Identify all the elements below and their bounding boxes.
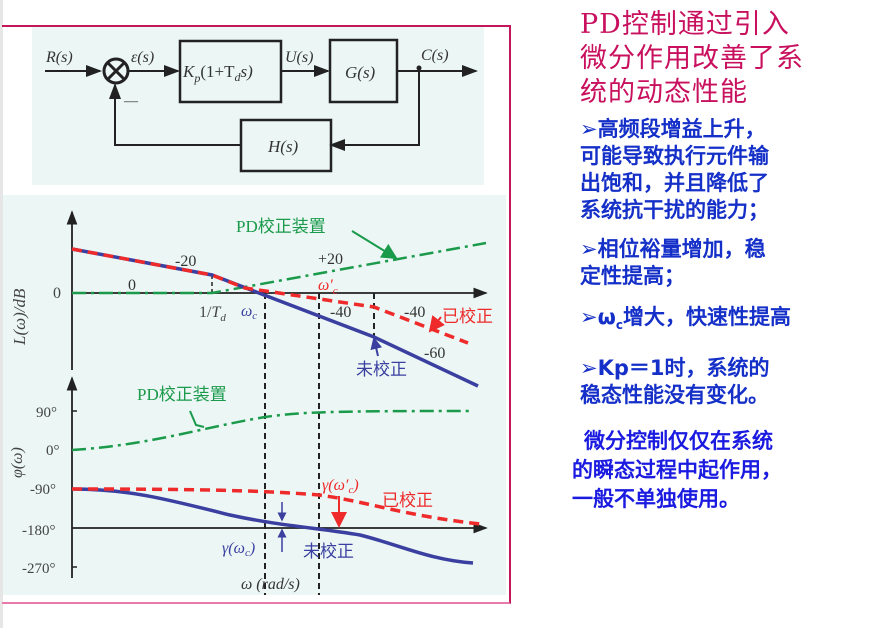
- bullet-marker-icon: ➢: [580, 237, 598, 261]
- bullet-marker-icon: ➢: [580, 305, 598, 329]
- slope-label-plus20: +20: [318, 251, 343, 268]
- corrected-phase-legend: 已校正: [382, 491, 433, 510]
- output-label: C(s): [421, 47, 449, 64]
- feedback-label: H(s): [267, 137, 299, 156]
- phase-tick-minus270: -270°: [22, 561, 56, 577]
- bullet-marker-icon: ➢: [580, 356, 598, 381]
- corrected-phase-curve: [71, 487, 481, 526]
- phase-tick-0: 0°: [46, 443, 60, 459]
- input-label: R(s): [45, 49, 73, 66]
- pd-legend-pointer: [351, 230, 398, 260]
- title-line-3: 统的动态性能: [580, 77, 748, 108]
- block-diagram-panel: R(s) — ε(s) Kp(1+Tds) U(s) G(s) C(s) H(s…: [32, 27, 484, 185]
- slope-label-minus40-b: -40: [404, 304, 425, 321]
- bullet-crossover: ➢ωc增大，快速性提高: [580, 305, 791, 333]
- pd-magnitude-legend: PD校正装置: [236, 217, 326, 236]
- crossover-uncorrected-label: ωc: [241, 303, 257, 322]
- slope-label-minus20: -20: [175, 253, 196, 270]
- title-line-1: PD控制通过引入: [580, 9, 790, 40]
- figure-frame: [2, 25, 511, 604]
- magnitude-ylabel: L(ω)/dB: [10, 288, 29, 346]
- corrected-magnitude-legend: 已校正: [442, 307, 493, 326]
- bullet-phase-margin: ➢相位裕量增加，稳 定性提高；: [580, 237, 766, 288]
- phase-tick-minus180: -180°: [22, 523, 56, 539]
- corner-freq-label: 1/Td: [199, 304, 226, 324]
- uncorrected-phase-curve: [71, 487, 474, 565]
- uncorrected-phase-legend: 未校正: [303, 542, 354, 561]
- title-line-2: 微分作用改善了系: [580, 43, 804, 74]
- bullet-high-freq-gain: ➢高频段增益上升， 可能导致执行元件输 出饱和，并且降低了 系统抗干扰的能力；: [580, 117, 769, 222]
- magnitude-plot: L(ω)/dB 0 0 -20 +20 -40 -40 -60 1/Td ωc …: [10, 210, 493, 600]
- bullet-marker-icon: ➢: [580, 117, 598, 141]
- magnitude-zero-tick: 0: [53, 285, 61, 302]
- explanation-panel: PD控制通过引入 微分作用改善了系 统的动态性能 ➢高频段增益上升， 可能导致执…: [572, 8, 879, 514]
- slope-label-minus40-a: -40: [330, 304, 351, 321]
- bullet-steady-state: ➢Kp＝1时，系统的 稳态性能没有变化。: [580, 356, 770, 408]
- slide-title: PD控制通过引入 微分作用改善了系 统的动态性能: [580, 8, 879, 110]
- phase-ylabel: φ(ω): [9, 447, 26, 478]
- corrected-magnitude-curve: [71, 247, 469, 345]
- minus-sign: —: [123, 94, 139, 109]
- phase-xlabel: ω (rad/s): [241, 576, 300, 593]
- bode-plot-panel: L(ω)/dB 0 0 -20 +20 -40 -40 -60 1/Td ωc …: [3, 195, 506, 600]
- crossover-corrected-label: ω′c: [318, 277, 338, 297]
- control-signal-label: U(s): [285, 49, 313, 66]
- block-diagram: R(s) — ε(s) Kp(1+Tds) U(s) G(s) C(s) H(s…: [45, 38, 478, 173]
- summing-junction-icon: [102, 57, 130, 85]
- plant-label: G(s): [345, 63, 376, 82]
- error-label: ε(s): [131, 49, 154, 66]
- closing-note: 微分控制仅仅在系统 的瞬态过程中起作用， 一般不单独使用。: [572, 429, 782, 512]
- margin-uncorrected-label: γ(ωc): [222, 540, 255, 559]
- slope-label-0: 0: [128, 277, 136, 294]
- phase-plot: 90° 0° -90° -180° -270° φ(ω) PD校正装置 已校正 …: [9, 376, 488, 593]
- pd-phase-curve: [71, 409, 471, 452]
- uncorrected-magnitude-legend: 未校正: [356, 360, 407, 379]
- phase-tick-minus90: -90°: [30, 482, 56, 498]
- slope-label-minus60: -60: [424, 345, 445, 362]
- bode-plot: L(ω)/dB 0 0 -20 +20 -40 -40 -60 1/Td ωc …: [9, 210, 493, 600]
- phase-tick-90: 90°: [36, 405, 57, 421]
- pd-phase-legend: PD校正装置: [137, 385, 227, 404]
- margin-corrected-label: γ(ω′c): [322, 477, 359, 496]
- controller-label: Kp(1+Tds): [182, 62, 253, 85]
- left-edge-strip: [0, 0, 3, 628]
- pd-magnitude-curve: [72, 241, 487, 295]
